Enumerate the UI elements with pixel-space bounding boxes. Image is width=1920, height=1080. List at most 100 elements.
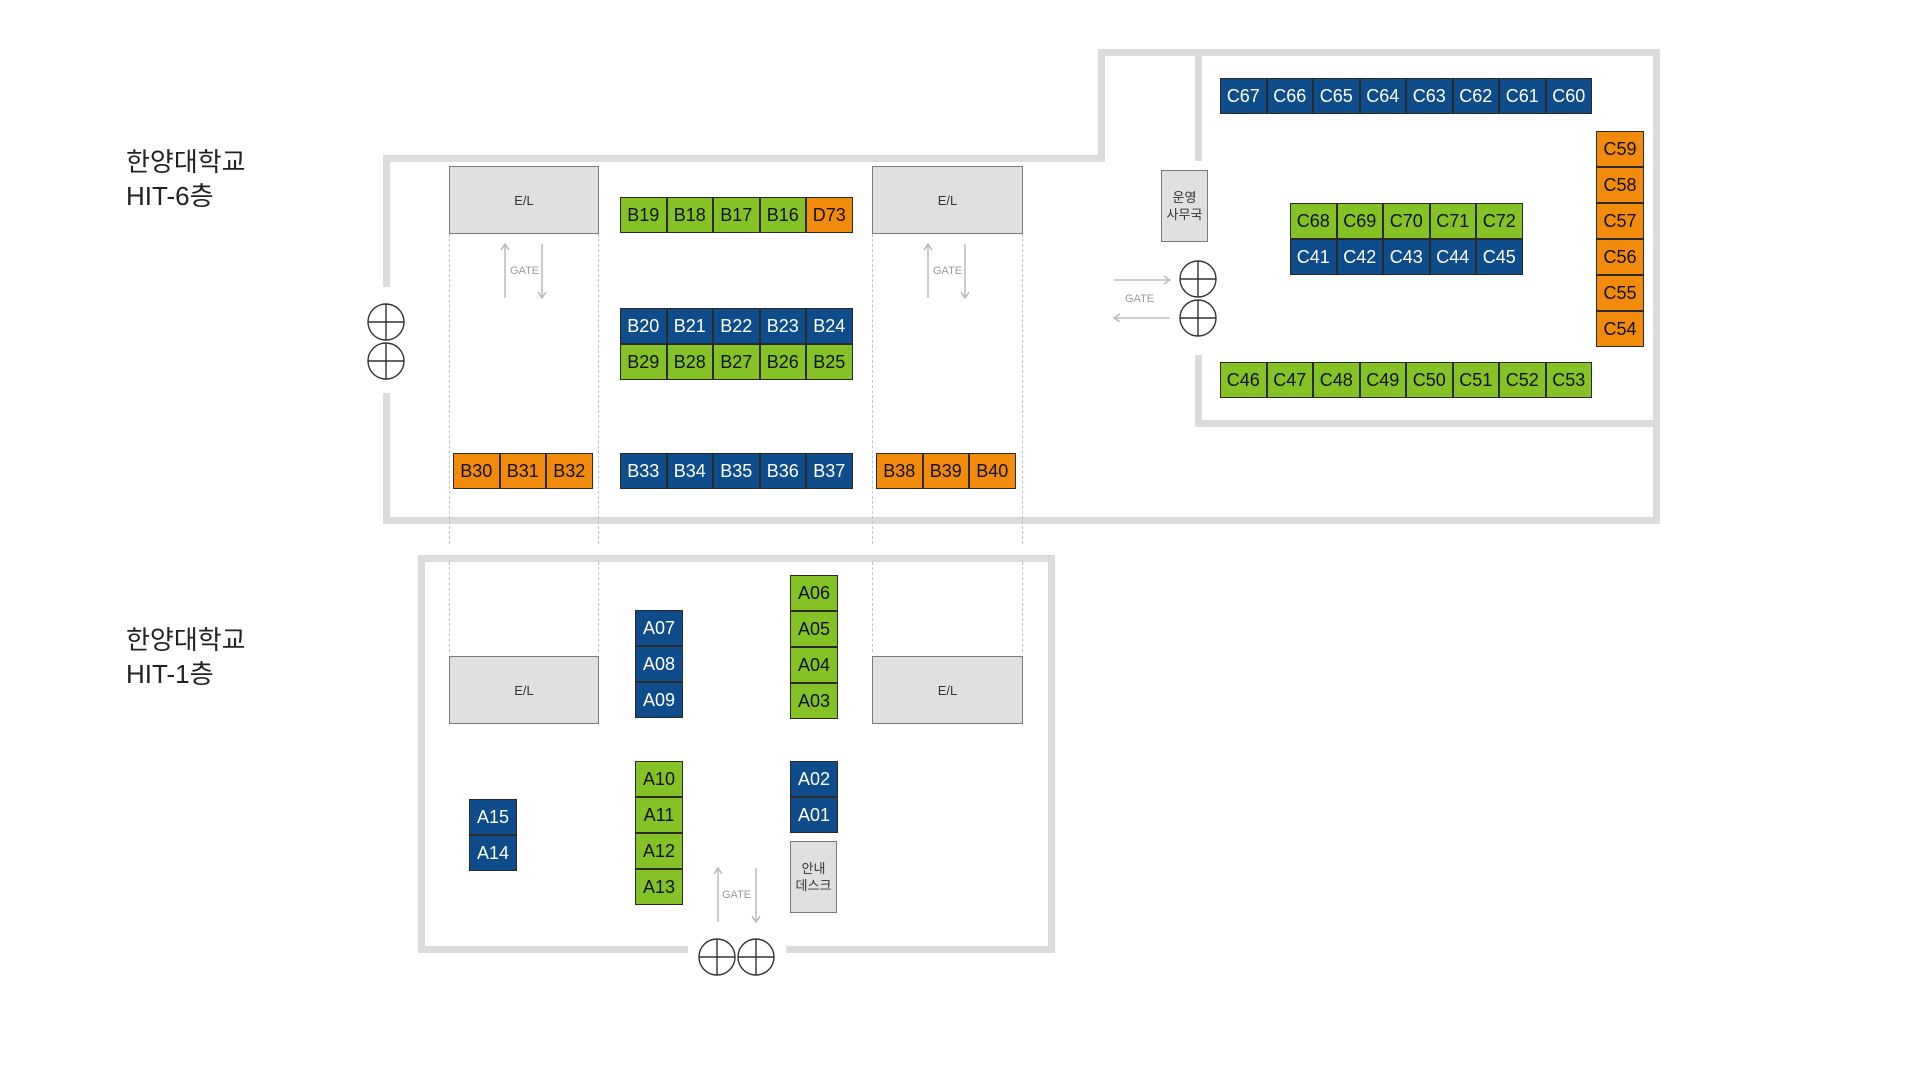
booth-c48[interactable]: C48 xyxy=(1313,362,1360,398)
booth-b33[interactable]: B33 xyxy=(620,453,667,489)
wall xyxy=(1195,355,1202,427)
door-icon[interactable] xyxy=(697,937,737,977)
elevator-shaft-line xyxy=(449,562,450,652)
booth-c70[interactable]: C70 xyxy=(1383,203,1430,239)
booth-c43[interactable]: C43 xyxy=(1383,239,1430,275)
booth-a03[interactable]: A03 xyxy=(790,683,838,719)
booth-a10[interactable]: A10 xyxy=(635,761,683,797)
gate-label: GATE xyxy=(1125,293,1155,305)
elevator-label: E/L xyxy=(937,192,958,208)
booth-c51[interactable]: C51 xyxy=(1452,362,1499,398)
info-desk: 안내 데스크 xyxy=(790,841,837,913)
booth-c67[interactable]: C67 xyxy=(1220,78,1267,114)
booth-a15[interactable]: A15 xyxy=(469,799,517,835)
booth-b36[interactable]: B36 xyxy=(759,453,806,489)
booth-c53[interactable]: C53 xyxy=(1545,362,1592,398)
booth-d73[interactable]: D73 xyxy=(806,197,853,233)
operations-office: 운영 사무국 xyxy=(1161,170,1208,242)
booth-c52[interactable]: C52 xyxy=(1499,362,1546,398)
booth-a09[interactable]: A09 xyxy=(635,682,683,718)
booth-b20[interactable]: B20 xyxy=(620,308,667,344)
door-icon[interactable] xyxy=(1178,298,1218,338)
booth-c56[interactable]: C56 xyxy=(1596,239,1644,275)
door-icon[interactable] xyxy=(736,937,776,977)
elevator-shaft-line xyxy=(1022,234,1023,544)
booth-b24[interactable]: B24 xyxy=(806,308,853,344)
booth-c45[interactable]: C45 xyxy=(1476,239,1523,275)
booth-c42[interactable]: C42 xyxy=(1336,239,1383,275)
booth-b22[interactable]: B22 xyxy=(713,308,760,344)
floor-name: 한양대학교 xyxy=(126,625,246,655)
booth-c47[interactable]: C47 xyxy=(1266,362,1313,398)
booth-b30[interactable]: B30 xyxy=(453,453,500,489)
booth-b17[interactable]: B17 xyxy=(713,197,760,233)
booth-b19[interactable]: B19 xyxy=(620,197,667,233)
booth-a12[interactable]: A12 xyxy=(635,833,683,869)
booth-b23[interactable]: B23 xyxy=(759,308,806,344)
booth-c60[interactable]: C60 xyxy=(1545,78,1592,114)
gate-arrows-icon xyxy=(923,242,970,300)
booth-c44[interactable]: C44 xyxy=(1429,239,1476,275)
booth-a07[interactable]: A07 xyxy=(635,610,683,646)
booth-c66[interactable]: C66 xyxy=(1266,78,1313,114)
booth-c61[interactable]: C61 xyxy=(1499,78,1546,114)
booth-c65[interactable]: C65 xyxy=(1313,78,1360,114)
booth-c57[interactable]: C57 xyxy=(1596,203,1644,239)
booth-a13[interactable]: A13 xyxy=(635,869,683,905)
booth-c58[interactable]: C58 xyxy=(1596,167,1644,203)
elevator-shaft-line xyxy=(872,562,873,652)
floor-title-1f: 한양대학교 HIT-1층 xyxy=(126,623,246,691)
booth-b28[interactable]: B28 xyxy=(666,344,713,380)
wall xyxy=(418,555,1055,562)
booth-c50[interactable]: C50 xyxy=(1406,362,1453,398)
booth-c69[interactable]: C69 xyxy=(1336,203,1383,239)
elevator: E/L xyxy=(449,166,599,234)
door-icon[interactable] xyxy=(1178,259,1218,299)
booth-a06[interactable]: A06 xyxy=(790,575,838,611)
booth-a14[interactable]: A14 xyxy=(469,835,517,871)
booth-b35[interactable]: B35 xyxy=(713,453,760,489)
booth-c54[interactable]: C54 xyxy=(1596,311,1644,347)
booth-c62[interactable]: C62 xyxy=(1452,78,1499,114)
booth-b18[interactable]: B18 xyxy=(666,197,713,233)
booth-b21[interactable]: B21 xyxy=(666,308,713,344)
booth-c49[interactable]: C49 xyxy=(1359,362,1406,398)
office-label: 운영 사무국 xyxy=(1166,190,1203,222)
booth-c68[interactable]: C68 xyxy=(1290,203,1337,239)
booth-a05[interactable]: A05 xyxy=(790,611,838,647)
door-icon[interactable] xyxy=(366,341,406,381)
booth-c55[interactable]: C55 xyxy=(1596,275,1644,311)
wall xyxy=(418,555,425,953)
booth-c41[interactable]: C41 xyxy=(1290,239,1337,275)
booth-b40[interactable]: B40 xyxy=(969,453,1016,489)
booth-a04[interactable]: A04 xyxy=(790,647,838,683)
booth-b26[interactable]: B26 xyxy=(759,344,806,380)
booth-a01[interactable]: A01 xyxy=(790,797,838,833)
booth-b29[interactable]: B29 xyxy=(620,344,667,380)
booth-b16[interactable]: B16 xyxy=(759,197,806,233)
booth-c63[interactable]: C63 xyxy=(1406,78,1453,114)
booth-c59[interactable]: C59 xyxy=(1596,131,1644,167)
booth-b39[interactable]: B39 xyxy=(922,453,969,489)
booth-b27[interactable]: B27 xyxy=(713,344,760,380)
booth-a02[interactable]: A02 xyxy=(790,761,838,797)
booth-c72[interactable]: C72 xyxy=(1476,203,1523,239)
floor-name: 한양대학교 xyxy=(126,147,246,177)
elevator-shaft-line xyxy=(1022,562,1023,652)
booth-b34[interactable]: B34 xyxy=(666,453,713,489)
booth-c64[interactable]: C64 xyxy=(1359,78,1406,114)
wall xyxy=(418,946,688,953)
booth-a08[interactable]: A08 xyxy=(635,646,683,682)
booth-a11[interactable]: A11 xyxy=(635,797,683,833)
wall xyxy=(1195,49,1202,161)
gate-arrows-icon xyxy=(713,866,761,924)
booth-b37[interactable]: B37 xyxy=(806,453,853,489)
booth-b25[interactable]: B25 xyxy=(806,344,853,380)
booth-b31[interactable]: B31 xyxy=(499,453,546,489)
booth-b38[interactable]: B38 xyxy=(876,453,923,489)
booth-c46[interactable]: C46 xyxy=(1220,362,1267,398)
elevator-shaft-line xyxy=(449,234,450,544)
booth-b32[interactable]: B32 xyxy=(546,453,593,489)
door-icon[interactable] xyxy=(366,302,406,342)
booth-c71[interactable]: C71 xyxy=(1429,203,1476,239)
